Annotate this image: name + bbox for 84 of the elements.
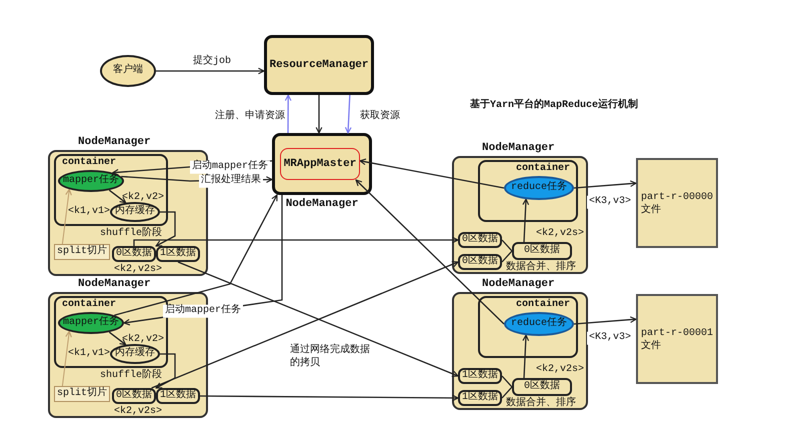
partition-box: 0区数据 [458, 232, 502, 248]
partition-box: 0区数据 [112, 246, 156, 262]
partition-box: 1区数据 [458, 390, 502, 406]
task-ellipse: mapper任务 [58, 170, 124, 192]
split-box: split切片 [54, 386, 110, 402]
text-label: <k1,v1> [68, 348, 110, 360]
text-label: <k2,v2> [122, 334, 164, 346]
text-label: <k2,v2s> [536, 228, 584, 240]
arrow [355, 179, 504, 324]
diagram-title: 基于Yarn平台的MapReduce运行机制 [470, 98, 638, 113]
text-label: 数据合并、排序 [506, 398, 576, 410]
partition-box: 0区数据 [112, 388, 156, 404]
arrow [155, 211, 176, 247]
arrow [108, 332, 126, 346]
arrow [108, 190, 126, 204]
edge-label: 提交job [191, 56, 233, 68]
connector-line [502, 386, 512, 398]
edge-label: <K3,v3> [587, 332, 633, 344]
arrow [62, 188, 72, 244]
file-name: part-r-00000 [641, 192, 714, 204]
arrow [178, 261, 459, 378]
panel-heading: NodeManager [482, 142, 555, 156]
edge-label: 启动mapper任务 [190, 160, 270, 174]
file-type: 文件 [641, 340, 662, 353]
split-box: split切片 [54, 244, 110, 260]
arrow [344, 94, 352, 134]
text-label: shuffle阶段 [100, 370, 162, 382]
arrow [284, 94, 292, 133]
container-label: container [516, 299, 570, 312]
arrow [200, 394, 459, 402]
task-ellipse: mapper任务 [58, 312, 124, 334]
text-label: <k2,v2s> [536, 364, 584, 376]
panel-heading: NodeManager [482, 278, 555, 292]
arrow [574, 180, 637, 189]
output-file [636, 294, 718, 384]
edge-label: 启动mapper任务 [163, 304, 243, 318]
arrow [522, 334, 530, 378]
partition-box: 0区数据 [512, 378, 572, 396]
text-label: 通过网络完成数据的拷贝 [290, 345, 371, 370]
arrow [359, 158, 504, 189]
panel-heading: NodeManager [286, 198, 358, 212]
partition-box: 1区数据 [458, 368, 502, 384]
output-file [636, 158, 718, 248]
partition-box: 1区数据 [156, 388, 200, 404]
partition-box: 1区数据 [156, 246, 200, 262]
buffer-ellipse: 内存缓存 [110, 344, 160, 364]
client-ellipse: 客户端 [100, 55, 156, 87]
arrow [574, 316, 637, 325]
edge-label: 汇报处理结果 [199, 174, 263, 188]
container-box [54, 154, 168, 226]
process-box: ResourceManager [264, 35, 374, 95]
text-label: <k2,v2> [122, 192, 164, 204]
connector-line [502, 250, 512, 262]
arrow [62, 330, 72, 386]
connector-line [502, 376, 512, 388]
file-name: part-r-00001 [641, 328, 714, 340]
partition-box: 0区数据 [458, 254, 502, 270]
arrow [522, 198, 530, 242]
panel-heading: NodeManager [78, 136, 151, 150]
container-box [478, 296, 578, 358]
text-label: <k2,v2s> [114, 264, 162, 276]
container-label: container [516, 163, 570, 176]
container-box [478, 160, 578, 222]
text-label: <k2,v2s> [114, 406, 162, 418]
connector-line [502, 240, 512, 252]
edge-label: <K3,v3> [587, 196, 633, 208]
partition-box: 0区数据 [512, 242, 572, 260]
arrow [316, 95, 322, 134]
arrow [155, 353, 176, 389]
app-master-box: MRAppMaster [280, 148, 360, 180]
task-ellipse: reduce任务 [504, 312, 574, 336]
task-ellipse: reduce任务 [504, 176, 574, 200]
panel-heading: NodeManager [78, 278, 151, 292]
container-label: container [62, 299, 116, 312]
container-label: container [62, 157, 116, 170]
arrow [114, 194, 278, 316]
arrow [133, 236, 459, 246]
arrow [156, 68, 265, 74]
file-type: 文件 [641, 204, 662, 217]
arrow [151, 260, 459, 389]
text-label: shuffle阶段 [100, 228, 162, 240]
text-label: <k1,v1> [68, 206, 110, 218]
buffer-ellipse: 内存缓存 [110, 202, 160, 222]
text-label: 数据合并、排序 [506, 262, 576, 274]
